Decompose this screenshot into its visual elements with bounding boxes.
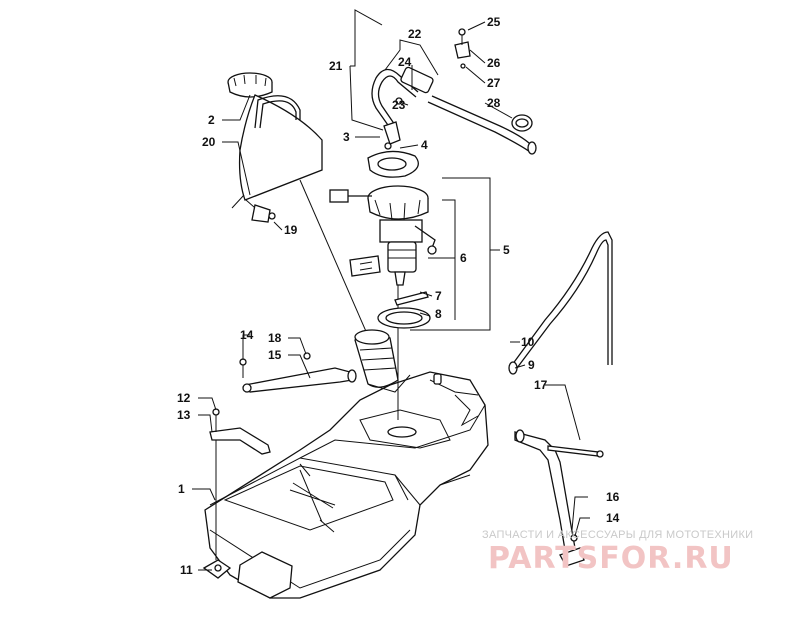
fuel-cap (227, 72, 273, 98)
tank-strap-rear (239, 352, 357, 393)
watermark: ЗАПЧАСТИ И АКСЕССУАРЫ ДЛЯ МОТОТЕХНИКИ PA… (482, 529, 753, 576)
seal-strip (394, 291, 429, 306)
callout-1: 1 (178, 482, 185, 496)
callout-21: 21 (329, 59, 343, 73)
callout-22: 22 (408, 27, 422, 41)
fuel-hose-assembly (371, 66, 537, 155)
callout-23: 23 (392, 98, 406, 112)
callout-6: 6 (460, 251, 467, 265)
callout-24: 24 (398, 55, 412, 69)
filler-neck (231, 94, 323, 223)
vent-hose (508, 231, 613, 375)
callout-9: 9 (528, 358, 535, 372)
clamp-28 (511, 114, 533, 132)
callout-25: 25 (487, 15, 501, 29)
callout-20: 20 (202, 135, 216, 149)
callout-11: 11 (180, 563, 193, 577)
leader-lines (192, 9, 590, 571)
callout-5: 5 (503, 243, 510, 257)
callout-15: 15 (268, 348, 282, 362)
callout-labels: 1 2 3 4 5 6 7 8 9 10 11 12 13 14 14 15 1… (177, 15, 620, 577)
watermark-tagline: ЗАПЧАСТИ И АКСЕССУАРЫ ДЛЯ МОТОТЕХНИКИ (482, 529, 753, 541)
callout-4: 4 (421, 138, 428, 152)
callout-17: 17 (534, 378, 548, 392)
callout-16: 16 (606, 490, 620, 504)
callout-19: 19 (284, 223, 298, 237)
vent-hose-short (254, 95, 301, 129)
callout-28: 28 (487, 96, 501, 110)
callout-13: 13 (177, 408, 191, 422)
callout-14-lower: 14 (606, 511, 620, 525)
fitting-26 (454, 28, 471, 69)
retaining-ring (377, 307, 431, 329)
callout-18: 18 (268, 331, 282, 345)
filler-tube (354, 329, 411, 393)
callout-7: 7 (435, 289, 442, 303)
fuel-pump-assembly (329, 185, 437, 420)
callout-14-upper: 14 (240, 328, 254, 342)
callout-3: 3 (343, 130, 350, 144)
callout-26: 26 (487, 56, 501, 70)
rear-bracket (514, 429, 604, 567)
watermark-logo-text: PARTSFOR.RU (488, 541, 734, 576)
callout-8: 8 (435, 307, 442, 321)
fuel-tank (204, 371, 489, 599)
callout-10: 10 (521, 335, 535, 349)
callout-12: 12 (177, 391, 191, 405)
callout-27: 27 (487, 76, 501, 90)
pump-gasket (367, 150, 419, 178)
callout-2: 2 (208, 113, 215, 127)
